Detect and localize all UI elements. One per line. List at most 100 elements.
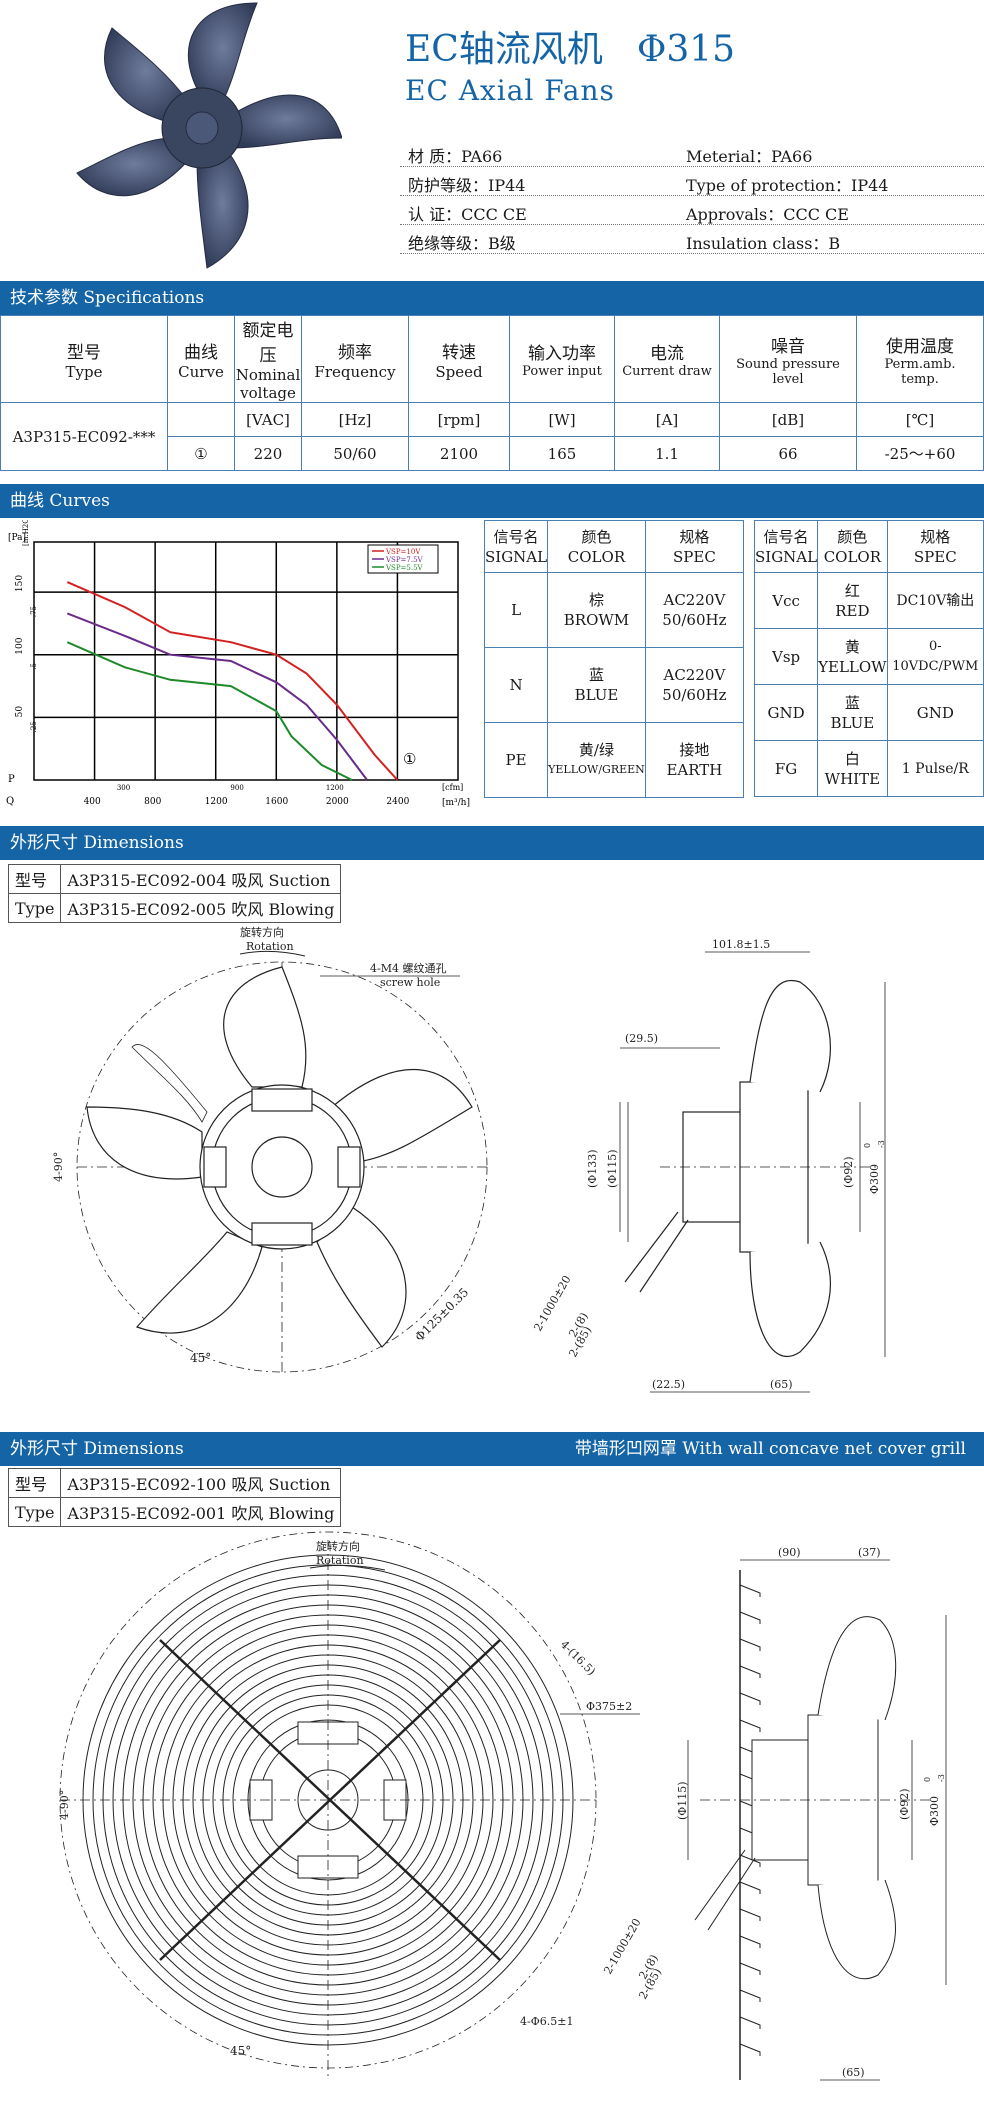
y-tick-label: 50 <box>15 706 25 718</box>
angle-90: 4-90° <box>52 1152 65 1182</box>
dim-300-sub-2: -3 <box>937 1774 946 1782</box>
dim-300-sup: 0 <box>863 1143 872 1148</box>
legend-label: VSP=7.5V <box>385 556 424 564</box>
y-axis-letter: P <box>8 774 15 785</box>
side-grill-wire <box>739 2043 761 2056</box>
y-unit2: [in.H2O] <box>22 520 30 546</box>
series-line-2 <box>66 612 368 781</box>
spec-unit-row: A3P315-EC092-*** [VAC][Hz][rpm] [W][A][d… <box>0 402 984 471</box>
x2-tick-label: 900 <box>230 784 243 792</box>
dimension-drawing-2: 旋转方向 Rotation 4-(16.5) Φ375±2 4-90° 45° … <box>0 1520 984 2109</box>
grill-title: 带墙形凹网罩 With wall concave net cover grill <box>574 1439 966 1459</box>
dim-22-5: (22.5) <box>652 1378 685 1391</box>
x-axis-letter: Q <box>6 796 14 807</box>
dim-37: (37) <box>858 1546 881 1559</box>
dim-115-2: (Φ115) <box>676 1781 689 1820</box>
specs-bar: 技术参数 Specifications <box>0 281 984 315</box>
dim-300-2: Φ300 <box>928 1796 941 1826</box>
pcd-dim: Φ125±0.35 <box>412 1285 471 1344</box>
title-en: EC Axial Fans <box>405 74 615 107</box>
side-grill-wire <box>739 2016 761 2029</box>
side-grill-wire <box>739 1692 761 1705</box>
rotation-cn: 旋转方向 <box>240 925 284 939</box>
y-tick-label: 150 <box>15 575 25 592</box>
cable-length-2: 2-1000±20 <box>601 1916 643 1976</box>
x2-tick-label: 300 <box>117 784 130 792</box>
angle-45: 45° <box>190 1351 211 1365</box>
screw-cn: 4-M4 螺纹通孔 <box>370 961 446 975</box>
rotation-en: Rotation <box>246 940 294 953</box>
series-line-3 <box>66 641 353 781</box>
x-unit2: [cfm] <box>442 783 463 792</box>
rotation-en-2: Rotation <box>316 1554 364 1567</box>
x-tick-label: 400 <box>84 797 101 807</box>
chart-frame <box>33 541 459 781</box>
side-grill-wire <box>739 1854 761 1867</box>
side-grill-wire <box>739 1881 761 1894</box>
y-unit: [Pa] <box>8 533 26 543</box>
angle-45-2: 45° <box>230 2044 251 2058</box>
side-grill-wire <box>739 1665 761 1678</box>
dim-133: (Φ133) <box>586 1149 599 1188</box>
spec-model: A3P315-EC092-*** <box>0 402 168 471</box>
dim-300-sub: -3 <box>877 1140 886 1148</box>
dim-width: 101.8±1.5 <box>712 938 770 951</box>
curve-marker: ① <box>403 750 416 768</box>
dimensions-bar-1: 外形尺寸 Dimensions <box>0 826 984 860</box>
hole-dim: 4-Φ6.5±1 <box>520 2015 573 2028</box>
dim-300-sup-2: 0 <box>923 1777 932 1782</box>
x-tick-label: 2400 <box>386 797 409 807</box>
title-diameter: Φ315 <box>636 29 736 70</box>
x-tick-label: 800 <box>144 797 161 807</box>
side-grill-wire <box>739 1962 761 1975</box>
x-tick-label: 1200 <box>205 797 228 807</box>
dim-65-2: (65) <box>842 2066 865 2079</box>
side-grill-wire <box>739 1611 761 1624</box>
x-unit: [m³/h] <box>442 798 470 808</box>
dim-29-5: (29.5) <box>625 1032 658 1045</box>
angle-90-2: 4-90° <box>58 1790 71 1820</box>
x-tick-label: 1600 <box>265 797 288 807</box>
x-tick-label: 2000 <box>326 797 349 807</box>
side-view-fan <box>624 979 880 1358</box>
cable-length: 2-1000±20 <box>531 1273 573 1333</box>
side-grill-wire <box>739 1584 761 1597</box>
curves-bar: 曲线 Curves <box>0 484 984 518</box>
side-grill-wire <box>739 1638 761 1651</box>
y2-tick-label: .75 <box>30 606 38 617</box>
side-grill-wire <box>739 1935 761 1948</box>
dim-115: (Φ115) <box>606 1149 619 1188</box>
side-view-grill <box>694 1570 930 2080</box>
side-grill-wire <box>739 1719 761 1732</box>
dim-300: Φ300 <box>868 1164 881 1194</box>
y2-tick-label: .25 <box>30 721 38 732</box>
side-grill-wire <box>739 1908 761 1921</box>
dim-90: (90) <box>778 1546 801 1559</box>
dimension-drawing-1: 旋转方向 Rotation 4-M4 螺纹通孔 screw hole 4-90°… <box>0 912 984 1412</box>
rotation-cn-2: 旋转方向 <box>316 1539 360 1553</box>
dimensions-bar-2: 外形尺寸 Dimensions 带墙形凹网罩 With wall concave… <box>0 1432 984 1466</box>
y-tick-label: 100 <box>15 637 25 654</box>
dim-92: (Φ92) <box>842 1156 855 1188</box>
